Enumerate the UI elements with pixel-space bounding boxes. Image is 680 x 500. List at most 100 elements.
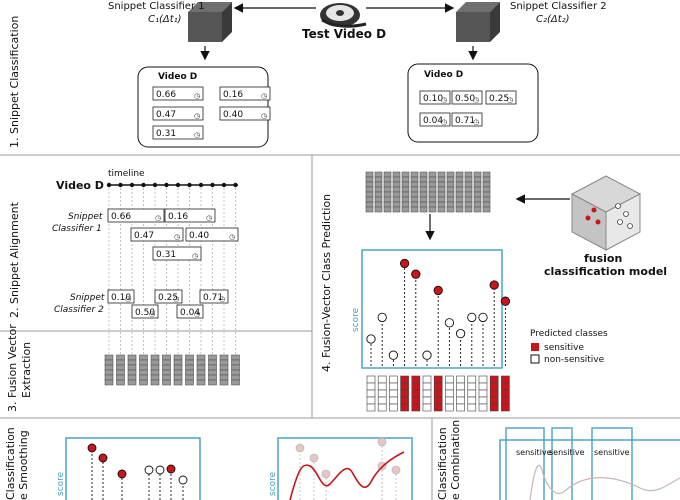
panel5-section-label-line1: Classification	[4, 427, 17, 500]
predicted-class-column	[411, 375, 421, 412]
model-label-line2: classification model	[544, 265, 667, 278]
classifier2-row-label-line1: Snippet	[70, 293, 105, 303]
segment-label-3: sensitive	[594, 448, 630, 457]
segment-label-1: sensitive	[516, 448, 552, 457]
aligned-c2-box: 0.25◷	[154, 289, 183, 304]
classifier2-formula: C₂(Δt₂)	[536, 14, 570, 25]
clock-icon: ◷	[261, 112, 268, 120]
clock-icon: ◷	[261, 92, 268, 100]
input-vector	[464, 171, 473, 213]
aligned-c1-box: 0.66◷	[107, 208, 165, 223]
legend-title: Predicted classes	[530, 329, 608, 339]
aligned-c2-box-value: 0.50	[135, 308, 155, 318]
fusion-vector	[219, 354, 229, 386]
classifier2-results-box	[407, 63, 539, 143]
predicted-class-column	[422, 375, 432, 412]
timeline-dot	[187, 182, 192, 188]
clock-icon: ◷	[473, 96, 480, 104]
sensitive-segment-2	[551, 427, 573, 500]
clock-icon: ◷	[219, 295, 226, 303]
panel2-section-label: 2. Snippet Alignment	[8, 201, 21, 318]
alignment-video-label: Video D	[56, 179, 104, 192]
panel-borders	[0, 154, 680, 500]
c2-score-box: 0.04◷	[419, 112, 451, 127]
lollipop-point	[377, 461, 387, 471]
lollipop-point	[455, 328, 466, 339]
lollipop-point	[478, 312, 488, 323]
classifier1-row-label-line2: Classifier 1	[52, 224, 102, 234]
smoothing-plot-left	[65, 437, 201, 500]
clock-icon: ◷	[194, 112, 201, 120]
predicted-class-column	[377, 375, 387, 412]
panel4-input-vectors	[365, 171, 491, 213]
aligned-c2-box-value: 0.71	[203, 293, 223, 303]
clock-icon: ◷	[194, 131, 201, 139]
input-vector	[473, 171, 482, 213]
fusion-vector	[208, 354, 217, 386]
clock-icon: ◷	[155, 214, 162, 222]
fusion-vector	[139, 354, 148, 386]
clock-icon: ◷	[206, 214, 213, 222]
aligned-c1-box-value: 0.31	[156, 250, 176, 260]
c2-score-box-value: 0.04	[423, 116, 443, 126]
input-vector	[374, 171, 383, 213]
panel6-section-label-line1: Classification	[436, 427, 449, 500]
timeline-dot	[233, 182, 238, 188]
predicted-class-column	[433, 375, 443, 412]
panel3-section-label-line1: 3. Fusion Vector	[6, 324, 19, 412]
classifier1-formula: C₁(Δt₁)	[148, 14, 182, 25]
classifier2-row-label-line2: Classifier 2	[54, 305, 104, 315]
smoothing-curve	[289, 451, 405, 500]
input-vector	[482, 171, 491, 213]
clock-icon: ◷	[507, 96, 514, 104]
film-reel-icon	[320, 3, 367, 28]
c1-score-box: 0.31◷	[152, 125, 204, 140]
clock-icon: ◷	[441, 118, 448, 126]
input-vector	[392, 171, 401, 213]
aligned-c2-box-value: 0.04	[180, 308, 200, 318]
results-box1-title: Video D	[158, 72, 197, 82]
predicted-class-column	[366, 375, 376, 412]
timeline-dot	[118, 182, 123, 188]
smoothing-right-lollipops	[295, 437, 401, 500]
model-label-line1: fusion	[584, 252, 622, 265]
lollipop-point	[295, 443, 305, 453]
clock-icon: ◷	[192, 252, 199, 260]
timeline-dot	[141, 182, 146, 188]
lollipop-point	[144, 465, 154, 475]
predicted-class-column	[389, 375, 398, 412]
c1-score-box-value: 0.40	[223, 110, 243, 120]
fusion-vector	[150, 354, 160, 386]
clock-icon: ◷	[125, 295, 132, 303]
lollipop-point	[87, 443, 97, 453]
c2-score-box: 0.10◷	[419, 90, 451, 105]
fusion-vector	[116, 354, 125, 386]
test-video-label: Test Video D	[302, 27, 386, 41]
fusion-vector	[127, 354, 137, 386]
prediction-plot-frame	[361, 249, 503, 369]
lollipop-point	[388, 350, 399, 360]
input-vector	[455, 171, 464, 213]
lollipop-point	[155, 465, 165, 475]
input-vector	[428, 171, 437, 213]
c1-score-box: 0.66◷	[152, 86, 204, 101]
fusion-vector-columns	[104, 354, 240, 386]
aligned-c1-box: 0.31 ◷	[152, 246, 202, 261]
sensitive-segment-1	[505, 427, 545, 500]
aligned-c1-box-value: 0.47	[134, 231, 154, 241]
c1-score-box-value: 0.16	[223, 90, 243, 100]
classifier2-score-list: 0.10◷0.50◷0.25◷0.04◷0.71◷	[419, 90, 517, 127]
c2-score-box-value: 0.71	[455, 116, 475, 126]
predicted-class-strip	[366, 375, 510, 412]
clock-icon: ◷	[441, 96, 448, 104]
timeline-dot	[210, 182, 215, 188]
c1-score-box-value: 0.66	[156, 90, 176, 100]
lollipop-point	[467, 312, 477, 323]
results-box2-title: Video D	[424, 70, 463, 80]
clock-icon: ◷	[173, 295, 180, 303]
legend-nonsensitive-label: non-sensitive	[544, 355, 605, 365]
clock-icon: ◷	[194, 310, 201, 318]
c1-score-box: 0.16 ◷	[219, 86, 271, 101]
legend-sensitive-label: sensitive	[544, 343, 584, 353]
aligned-score-boxes: 0.66◷0.16◷0.47◷0.40◷0.31◷0.10◷0.25◷0.71◷…	[107, 208, 239, 319]
